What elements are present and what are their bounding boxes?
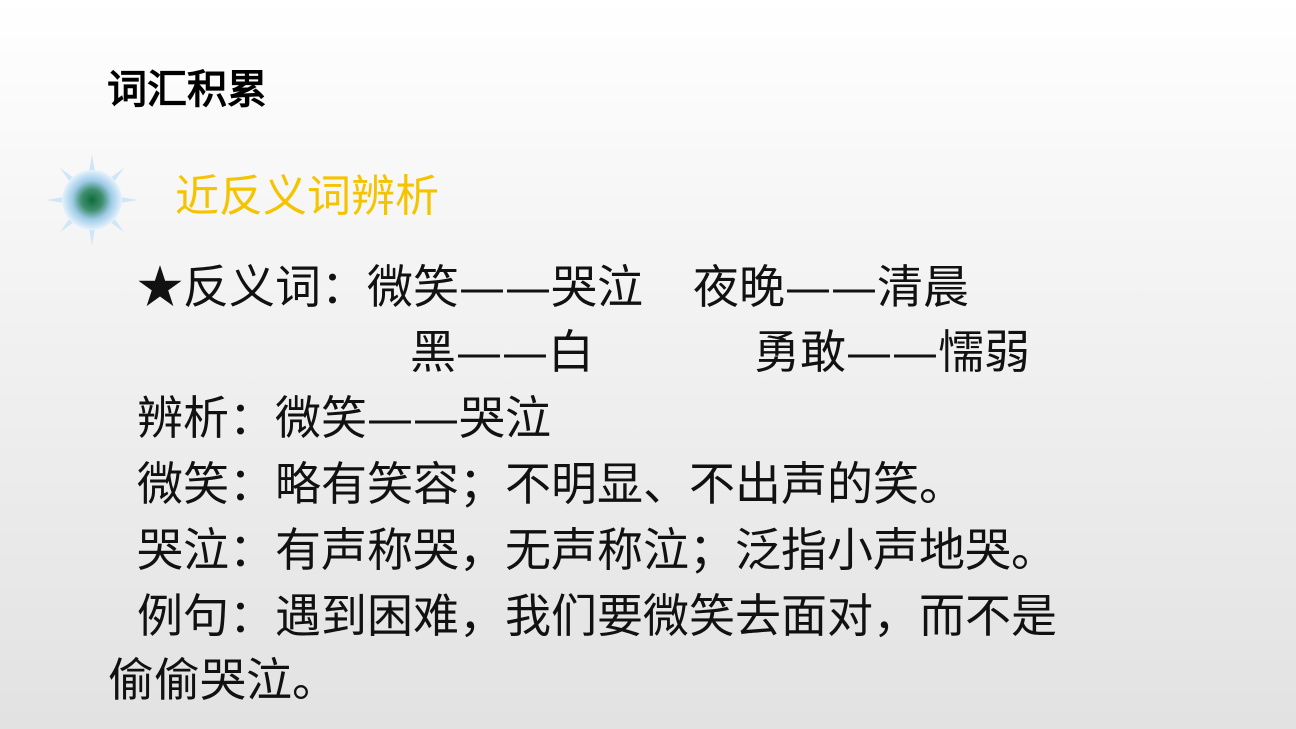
example-sentence-continued: 偷偷哭泣。 xyxy=(108,653,338,707)
antonym-pair: 黑——白 xyxy=(410,325,594,379)
antonym-lead: ★反义词： xyxy=(137,260,367,314)
example-sentence: 例句：遇到困难，我们要微笑去面对，而不是 xyxy=(137,589,1057,643)
section-heading: 近反义词辨析 xyxy=(175,171,439,222)
cry-definition: 哭泣：有声称哭，无声称泣；泛指小声地哭。 xyxy=(137,523,1057,577)
antonym-line-1: ★反义词：微笑——哭泣夜晚——清晨 xyxy=(137,259,969,315)
antonym-line-2: 黑——白 勇敢——懦弱 xyxy=(410,324,1030,380)
analysis-heading: 辨析：微笑——哭泣 xyxy=(137,391,551,445)
antonym-pair: 勇敢——懦弱 xyxy=(754,325,1030,379)
antonym-pair: 微笑——哭泣 xyxy=(367,260,643,314)
sun-bullet-icon xyxy=(46,154,138,246)
page-title: 词汇积累 xyxy=(107,67,267,113)
smile-definition: 微笑：略有笑容；不明显、不出声的笑。 xyxy=(137,457,965,511)
antonym-pair: 夜晚——清晨 xyxy=(693,260,969,314)
